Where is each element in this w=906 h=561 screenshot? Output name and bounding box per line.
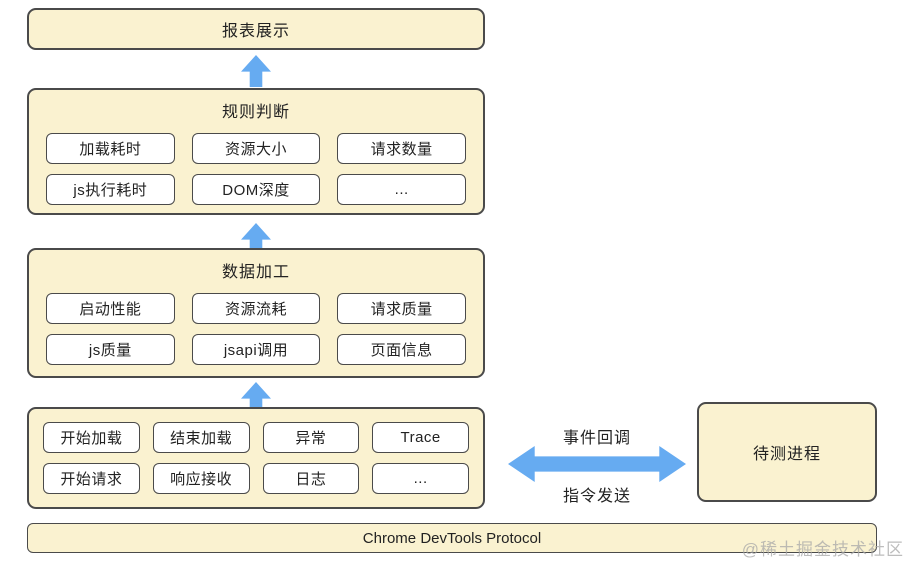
chip: js执行耗时 [46,174,175,205]
chip: 页面信息 [337,334,466,365]
command-send-label: 指令发送 [562,488,631,505]
chip: 结束加载 [152,422,250,453]
chip: 加载耗时 [46,133,175,164]
event-callback-label: 事件回调 [562,430,631,447]
cdp-bar-label: Chrome DevTools Protocol [362,529,542,547]
chip: js质量 [46,334,175,365]
chip: 资源大小 [191,133,321,164]
chip: ... [337,174,466,205]
rule-judgment-title: 规则判断 [221,104,290,121]
chip: 请求数量 [337,133,466,164]
chip: 异常 [262,422,360,453]
data-processing-chip-grid: 启动性能 资源流耗 请求质量 js质量 jsapi调用 页面信息 [29,293,483,365]
report-display-title: 报表展示 [221,23,290,40]
chip: 请求质量 [337,293,466,324]
chip: Trace [372,422,469,453]
chip: 资源流耗 [191,293,321,324]
chip: DOM深度 [191,174,321,205]
chip: 开始加载 [43,422,140,453]
chip: 日志 [262,463,360,494]
report-display-box: 报表展示 [27,8,485,50]
chip: 响应接收 [152,463,250,494]
chip: jsapi调用 [191,334,321,365]
cdp-bar: Chrome DevTools Protocol [27,523,877,553]
rule-judgment-chip-grid: 加载耗时 资源大小 请求数量 js执行耗时 DOM深度 ... [29,133,483,205]
chip: 开始请求 [43,463,140,494]
watermark: @稀土掘金技术社区 [741,540,904,559]
bidirectional-arrow-icon [508,446,686,482]
rule-judgment-box: 规则判断 加载耗时 资源大小 请求数量 js执行耗时 DOM深度 ... [27,88,485,215]
target-process-title: 待测进程 [752,446,821,463]
data-processing-box: 数据加工 启动性能 资源流耗 请求质量 js质量 jsapi调用 页面信息 [27,248,485,378]
chip: 启动性能 [46,293,175,324]
chip: ... [372,463,469,494]
data-processing-title: 数据加工 [221,264,290,281]
event-collection-box: 开始加载 结束加载 异常 Trace 开始请求 响应接收 日志 ... [27,407,485,509]
target-process-box: 待测进程 [697,402,877,502]
up-arrow-icon [241,55,271,87]
event-chip-grid: 开始加载 结束加载 异常 Trace 开始请求 响应接收 日志 ... [29,422,483,494]
